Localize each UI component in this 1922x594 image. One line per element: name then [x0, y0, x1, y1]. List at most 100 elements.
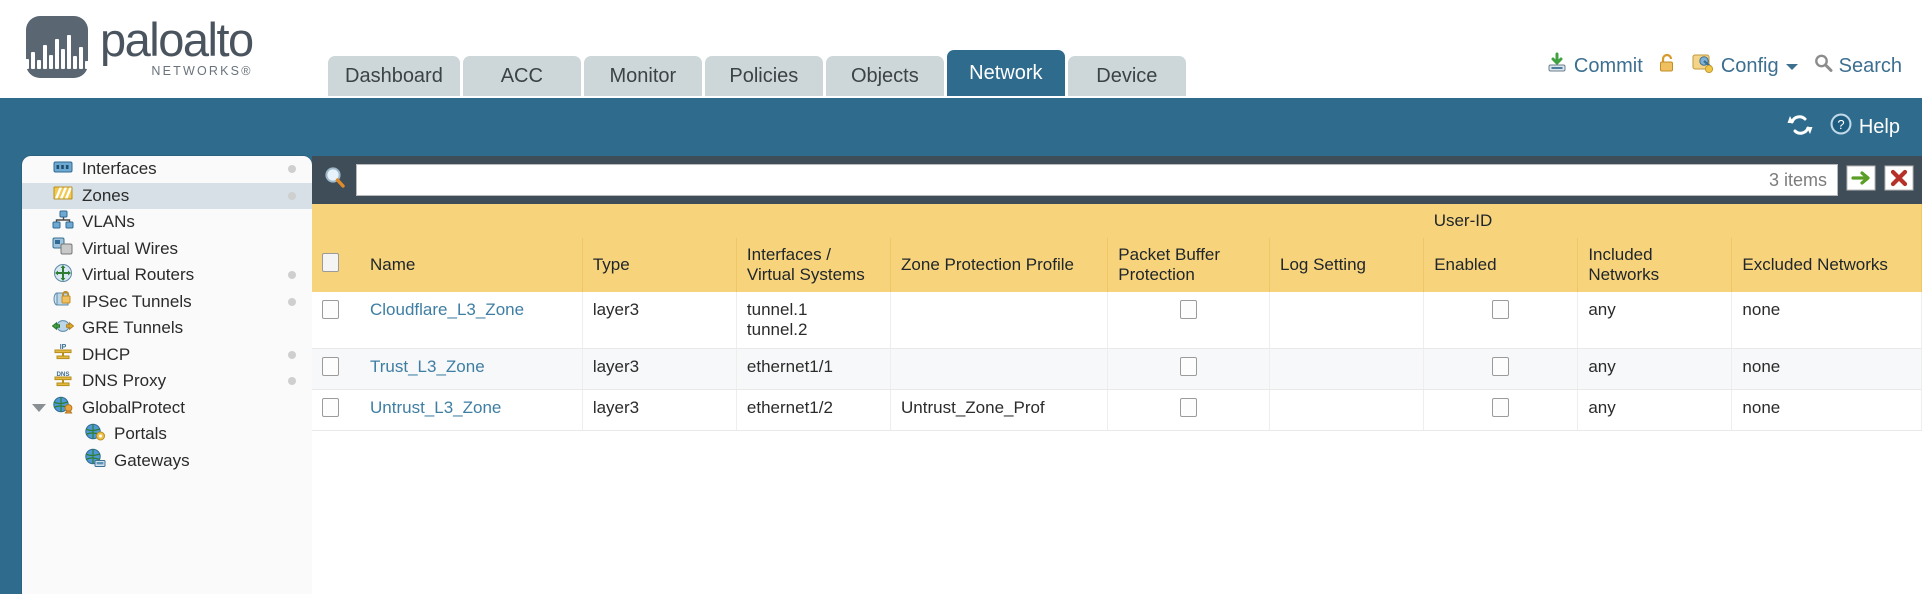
packet-buffer-protection-checkbox[interactable]: [1180, 398, 1198, 417]
userid-group-header: User-ID: [1423, 204, 1922, 238]
apply-filter-icon[interactable]: [1846, 163, 1876, 198]
select-all-checkbox[interactable]: [322, 253, 339, 272]
sidebar-item-zones[interactable]: Zones: [22, 182, 312, 209]
sidebar-item-virtual-routers[interactable]: Virtual Routers: [22, 262, 312, 289]
sidebar-item-label: Virtual Routers: [82, 265, 195, 285]
row-checkbox[interactable]: [322, 357, 339, 376]
userid-enabled-cell[interactable]: [1423, 348, 1579, 390]
log-setting-cell: [1269, 389, 1425, 431]
expand-caret-icon[interactable]: [32, 403, 46, 412]
zone-name-cell[interactable]: Trust_L3_Zone: [360, 348, 583, 390]
zone-name-link[interactable]: Untrust_L3_Zone: [370, 398, 502, 417]
filter-search-icon[interactable]: [322, 165, 348, 196]
sidebar-item-interfaces[interactable]: Interfaces: [22, 156, 312, 183]
lock-icon[interactable]: [1657, 52, 1677, 80]
sidebar-item-label: GRE Tunnels: [82, 318, 184, 338]
userid-enabled-checkbox[interactable]: [1492, 398, 1510, 417]
sidebar-item-label: Virtual Wires: [82, 238, 179, 258]
col-header-type[interactable]: Type: [582, 238, 737, 292]
tab-acc[interactable]: ACC: [462, 56, 581, 96]
zone-name-cell[interactable]: Untrust_L3_Zone: [360, 389, 583, 431]
tab-policies[interactable]: Policies: [704, 56, 823, 96]
zones-table: User-ID Name Type Interfaces / Virtual S…: [312, 204, 1922, 431]
included-networks-cell: any: [1577, 389, 1733, 431]
help-button[interactable]: ? Help: [1829, 112, 1900, 142]
userid-enabled-checkbox[interactable]: [1492, 300, 1510, 319]
col-header-packet-buffer-protection[interactable]: Packet Buffer Protection: [1107, 238, 1270, 292]
zone-name-link[interactable]: Trust_L3_Zone: [370, 357, 485, 376]
sidebar-item-indicator: [288, 271, 296, 280]
globalprotect-icon: [52, 395, 74, 420]
zone-name-cell[interactable]: Cloudflare_L3_Zone: [360, 292, 583, 349]
zone-interfaces-cell: ethernet1/2: [736, 389, 892, 431]
tab-monitor[interactable]: Monitor: [583, 56, 702, 96]
zone-protection-profile-cell: [890, 348, 1109, 390]
sidebar-item-indicator: [288, 350, 296, 359]
tab-device[interactable]: Device: [1067, 56, 1186, 96]
sidebar-item-indicator: [288, 377, 296, 386]
vlans-icon: [52, 210, 74, 235]
sidebar-item-globalprotect[interactable]: GlobalProtect: [22, 395, 312, 422]
tab-objects[interactable]: Objects: [825, 56, 944, 96]
ipsec-tunnels-icon: [52, 289, 74, 314]
brand-name: paloalto: [100, 13, 254, 67]
config-dropdown[interactable]: Config: [1691, 52, 1799, 80]
zone-type-cell: layer3: [582, 389, 737, 431]
col-header-included-networks[interactable]: Included Networks: [1577, 238, 1733, 292]
virtual-wires-icon: [52, 236, 74, 261]
paloalto-logo: paloalto NETWORKS®: [25, 13, 254, 78]
row-select-cell[interactable]: [312, 348, 360, 390]
sidebar-item-portals[interactable]: Portals: [22, 421, 312, 448]
config-label: Config: [1720, 54, 1779, 77]
row-checkbox[interactable]: [322, 398, 339, 417]
userid-enabled-checkbox[interactable]: [1492, 357, 1510, 376]
row-select-cell[interactable]: [312, 292, 360, 349]
clear-filter-icon[interactable]: [1884, 163, 1914, 198]
tab-dashboard[interactable]: Dashboard: [328, 56, 460, 96]
sidebar-item-indicator: [288, 165, 296, 174]
items-count-label: 3 items: [1768, 169, 1827, 190]
select-all-header[interactable]: [312, 238, 360, 292]
packet-buffer-protection-checkbox[interactable]: [1180, 300, 1198, 319]
tab-network[interactable]: Network: [946, 50, 1065, 96]
search-input[interactable]: [357, 166, 1759, 194]
userid-enabled-cell[interactable]: [1423, 389, 1579, 431]
zone-name-link[interactable]: Cloudflare_L3_Zone: [370, 300, 525, 319]
sidebar-item-gre-tunnels[interactable]: GRE Tunnels: [22, 315, 312, 342]
search-button[interactable]: Search: [1813, 53, 1902, 79]
sidebar-item-label: Zones: [82, 185, 130, 205]
col-header-excluded-networks[interactable]: Excluded Networks: [1731, 238, 1922, 292]
commit-button[interactable]: Commit: [1546, 52, 1643, 80]
col-header-log-setting[interactable]: Log Setting: [1269, 238, 1425, 292]
col-header-zone-protection-profile[interactable]: Zone Protection Profile: [890, 238, 1109, 292]
col-header-interfaces[interactable]: Interfaces / Virtual Systems: [736, 238, 892, 292]
packet-buffer-protection-cell[interactable]: [1107, 348, 1270, 390]
packet-buffer-protection-cell[interactable]: [1107, 292, 1270, 349]
sidebar-item-virtual-wires[interactable]: Virtual Wires: [22, 236, 312, 263]
excluded-networks-cell: none: [1731, 292, 1922, 349]
column-header-row: Name Type Interfaces / Virtual Systems Z…: [312, 238, 1922, 292]
packet-buffer-protection-cell[interactable]: [1107, 389, 1270, 431]
row-checkbox[interactable]: [322, 300, 339, 319]
userid-enabled-cell[interactable]: [1423, 292, 1579, 349]
row-select-cell[interactable]: [312, 389, 360, 431]
sidebar-item-gateways[interactable]: Gateways: [22, 448, 312, 475]
search-icon: [1813, 53, 1833, 79]
col-header-name[interactable]: Name: [360, 238, 583, 292]
refresh-icon[interactable]: [1787, 113, 1813, 142]
sidebar-item-vlans[interactable]: VLANs: [22, 209, 312, 236]
dns-proxy-icon: DNS: [52, 369, 74, 394]
zone-protection-profile-cell: [890, 292, 1109, 349]
packet-buffer-protection-checkbox[interactable]: [1180, 357, 1198, 376]
search-field-wrapper[interactable]: 3 items: [356, 164, 1838, 196]
sidebar-item-label: Gateways: [114, 450, 190, 470]
sidebar-item-ipsec-tunnels[interactable]: IPSec Tunnels: [22, 289, 312, 316]
col-header-enabled[interactable]: Enabled: [1423, 238, 1579, 292]
